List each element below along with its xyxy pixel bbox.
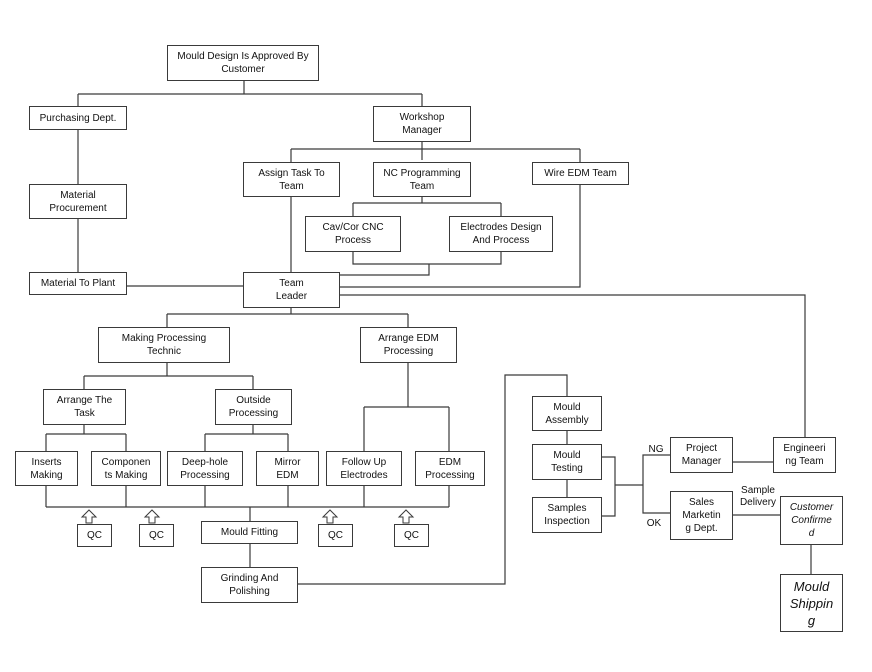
edge-label-ok: OK — [646, 518, 662, 529]
qc-label: QC — [87, 530, 102, 541]
node-material-procurement: Material Procurement — [29, 184, 127, 219]
node-mould-assembly: Mould Assembly — [532, 396, 602, 431]
node-label: Material Procurement — [49, 189, 107, 214]
node-label: Making Processing Technic — [121, 333, 207, 357]
node-label: Sales Marketin g Dept. — [682, 497, 721, 534]
node-label: Arrange The Task — [56, 395, 113, 419]
node-follow-up-electrodes: Follow Up Electrodes — [326, 451, 402, 486]
node-label: Purchasing Dept. — [39, 112, 117, 124]
node-label: NC Programming Team — [383, 167, 461, 192]
qc-label: QC — [149, 530, 164, 541]
node-arrange-the-task: Arrange The Task — [43, 389, 126, 425]
qc-box: QC — [394, 524, 429, 547]
node-samples-inspection: Samples Inspection — [532, 497, 602, 533]
node-label: Grinding And Polishing — [220, 573, 279, 597]
node-purchasing-dept: Purchasing Dept. — [29, 106, 127, 130]
node-label: Deep-hole Processing — [180, 456, 230, 481]
node-label: Arrange EDM Processing — [378, 333, 439, 357]
node-label: Cav/Cor CNC Process — [322, 222, 384, 246]
node-label: Engineeri ng Team — [783, 443, 826, 467]
node-nc-programming: NC Programming Team — [373, 162, 471, 197]
node-cav-cor-cnc: Cav/Cor CNC Process — [305, 216, 401, 252]
node-team-leader: Team Leader — [243, 272, 340, 308]
node-outside-processing: Outside Processing — [215, 389, 292, 425]
node-label: Samples Inspection — [544, 503, 590, 527]
node-label: Mould Fitting — [220, 527, 279, 538]
node-label: Outside Processing — [228, 395, 279, 419]
node-grinding-polishing: Grinding And Polishing — [201, 567, 298, 603]
node-label: Assign Task To Team — [258, 167, 325, 192]
node-material-to-plant: Material To Plant — [29, 272, 127, 295]
node-label: Mould Shippin g — [789, 578, 834, 628]
qc-label: QC — [404, 530, 419, 541]
node-label: Inserts Making — [30, 456, 63, 481]
node-label: Componen ts Making — [101, 456, 151, 481]
node-wire-edm-team: Wire EDM Team — [532, 162, 629, 185]
node-label: Mould Design Is Approved By Customer — [177, 51, 309, 75]
node-label: Customer Confirme d — [789, 502, 834, 539]
qc-label: QC — [328, 530, 343, 541]
node-mould-design-approved: Mould Design Is Approved By Customer — [167, 45, 319, 81]
node-label: Mirror EDM — [274, 456, 301, 481]
node-label: EDM Processing — [425, 456, 475, 481]
edge-label-ng: NG — [648, 444, 664, 455]
node-mould-testing: Mould Testing — [532, 444, 602, 480]
node-components-making: Componen ts Making — [91, 451, 161, 486]
node-customer-confirmed: Customer Confirme d — [780, 496, 843, 545]
node-edm-processing: EDM Processing — [415, 451, 485, 486]
node-arrange-edm-processing: Arrange EDM Processing — [360, 327, 457, 363]
node-label: Mould Testing — [551, 450, 583, 474]
node-label: Wire EDM Team — [544, 168, 617, 179]
node-workshop-manager: Workshop Manager — [373, 106, 471, 142]
qc-box: QC — [77, 524, 112, 547]
node-engineering-team: Engineeri ng Team — [773, 437, 836, 473]
node-label: Electrodes Design And Process — [460, 222, 542, 246]
node-deep-hole-processing: Deep-hole Processing — [167, 451, 243, 486]
node-label: Team Leader — [275, 278, 308, 302]
node-assign-task: Assign Task To Team — [243, 162, 340, 197]
node-label: Project Manager — [681, 443, 722, 467]
qc-box: QC — [318, 524, 353, 547]
node-making-processing-technic: Making Processing Technic — [98, 327, 230, 363]
node-mould-fitting: Mould Fitting — [201, 521, 298, 544]
node-sales-marketing: Sales Marketin g Dept. — [670, 491, 733, 540]
node-label: Workshop Manager — [399, 112, 445, 136]
node-label: Follow Up Electrodes — [340, 456, 388, 481]
node-mould-shipping: Mould Shippin g — [780, 574, 843, 632]
qc-box: QC — [139, 524, 174, 547]
node-label: Mould Assembly — [545, 401, 589, 426]
node-project-manager: Project Manager — [670, 437, 733, 473]
node-label: Material To Plant — [40, 278, 116, 289]
node-electrodes-design: Electrodes Design And Process — [449, 216, 553, 252]
node-inserts-making: Inserts Making — [15, 451, 78, 486]
edge-label-sample-delivery: Sample Delivery — [739, 485, 777, 508]
node-mirror-edm: Mirror EDM — [256, 451, 319, 486]
